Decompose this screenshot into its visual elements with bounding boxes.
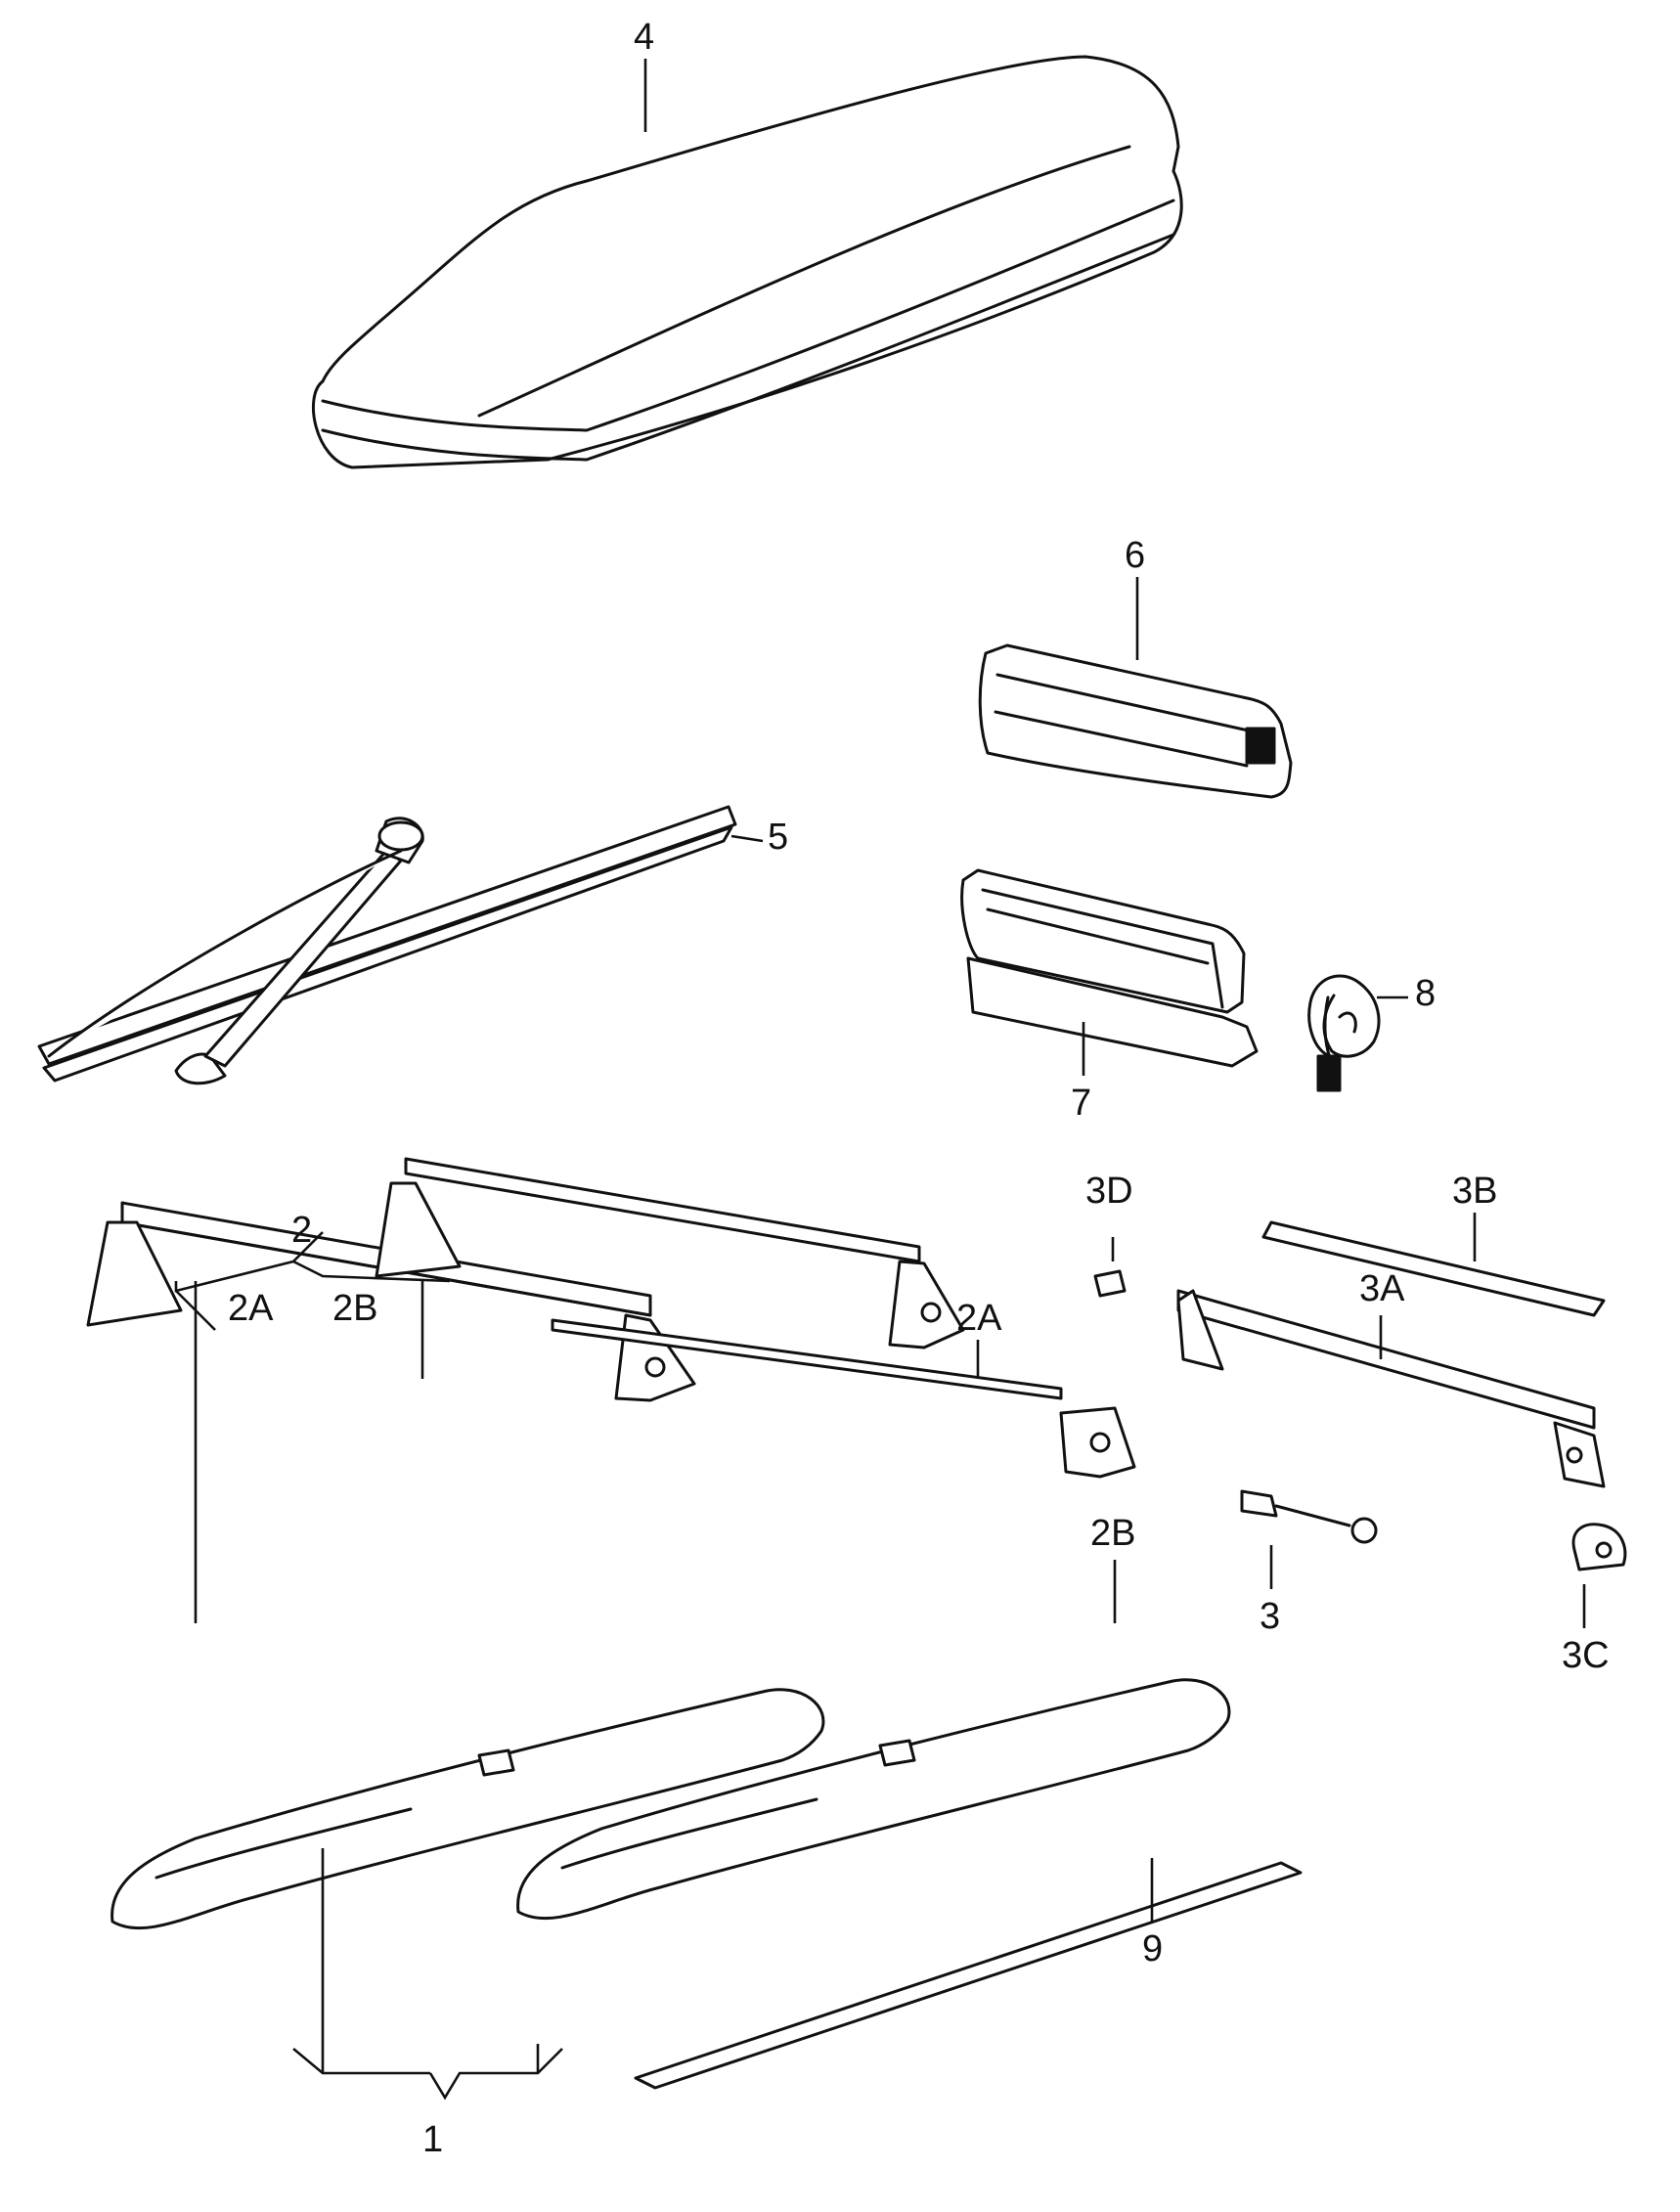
callout-2B-right: 2B xyxy=(1090,1513,1135,1554)
part-strip-9 xyxy=(634,1861,1303,2090)
callout-5: 5 xyxy=(768,817,788,858)
callouts: 4 6 5 7 8 3D 3B 3A 2 2A 2B 2A 2B 3 3C 9 … xyxy=(228,17,1610,2160)
callout-1: 1 xyxy=(422,2119,443,2160)
callout-2: 2 xyxy=(291,1210,312,1251)
part-spiral-hook xyxy=(1307,974,1381,1092)
callout-3A: 3A xyxy=(1359,1268,1405,1309)
callout-2A-left: 2A xyxy=(228,1288,274,1329)
callout-3D: 3D xyxy=(1085,1171,1133,1212)
callout-6: 6 xyxy=(1125,535,1145,576)
part-roof-rails xyxy=(111,1678,1231,1930)
leader-lines xyxy=(174,59,1586,2101)
callout-4: 4 xyxy=(634,17,654,58)
callout-2A-right: 2A xyxy=(956,1298,1002,1339)
callout-2B-left: 2B xyxy=(332,1288,377,1329)
callout-8: 8 xyxy=(1415,973,1436,1014)
part-bracket xyxy=(960,868,1259,1068)
part-case xyxy=(978,643,1293,799)
callout-7: 7 xyxy=(1071,1083,1091,1124)
callout-3: 3 xyxy=(1260,1596,1280,1637)
callout-3B: 3B xyxy=(1452,1171,1497,1212)
callout-9: 9 xyxy=(1142,1928,1163,1969)
part-crossbars xyxy=(86,1157,1136,1479)
part-rack-3 xyxy=(1093,1220,1627,1571)
callout-3C: 3C xyxy=(1562,1635,1610,1676)
part-roof-box xyxy=(311,55,1183,469)
part-ski-rack xyxy=(37,805,737,1085)
